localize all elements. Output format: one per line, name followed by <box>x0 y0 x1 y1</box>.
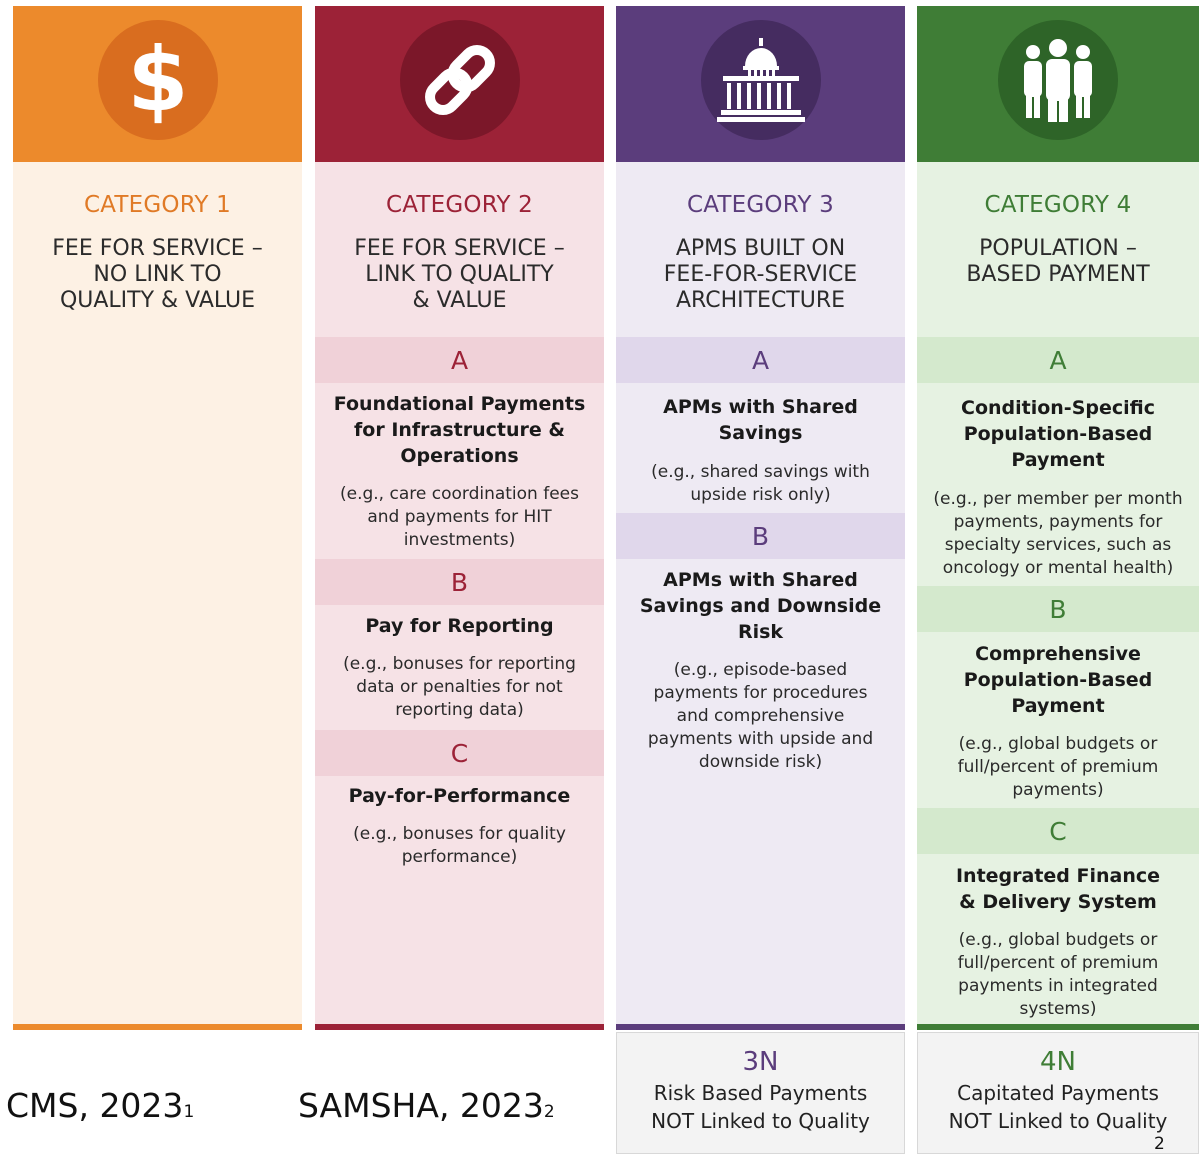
category-3-a-title: APMs with Shared Savings <box>663 396 858 444</box>
category-3-band-a: A <box>616 337 905 383</box>
capitol-building-icon <box>716 38 805 122</box>
category-4-column: CATEGORY 4 POPULATION – BASED PAYMENT A … <box>917 6 1199 1030</box>
category-2-b-desc: (e.g., bonuses for reporting data or pen… <box>343 654 576 720</box>
category-2-header <box>315 6 604 162</box>
band-letter: A <box>1049 345 1067 375</box>
category-4n-box: 4N Capitated Payments NOT Linked to Qual… <box>917 1032 1199 1154</box>
category-3-band-b: B <box>616 513 905 559</box>
category-4-bottom-bar <box>917 1024 1199 1030</box>
band-letter: C <box>450 738 469 768</box>
category-4-title: POPULATION – BASED PAYMENT <box>966 236 1150 287</box>
citation-cms: CMS, 20231 <box>6 1086 194 1125</box>
category-4-band-b: B <box>917 586 1199 632</box>
category-3-column: CATEGORY 3 APMS BUILT ON FEE-FOR-SERVICE… <box>616 6 905 1030</box>
category-3-b-title: APMs with Shared Savings and Downside Ri… <box>639 569 882 643</box>
category-3-body <box>616 162 905 1030</box>
category-3-header <box>616 6 905 162</box>
category-4-icon-circle <box>998 20 1118 140</box>
chain-link-icon <box>424 45 495 115</box>
category-3n-box: 3N Risk Based Payments NOT Linked to Qua… <box>616 1032 905 1154</box>
category-3-bottom-bar <box>616 1024 905 1030</box>
category-4-header <box>917 6 1199 162</box>
category-3-label: CATEGORY 3 <box>686 192 835 218</box>
category-3n-code: 3N <box>742 1047 779 1077</box>
category-4-band-a: A <box>917 337 1199 383</box>
category-3-a-desc: (e.g., shared savings with upside risk o… <box>651 462 870 505</box>
citation-superscript: 2 <box>543 1102 555 1122</box>
category-3-b-desc: (e.g., episode-based payments for proced… <box>647 660 874 772</box>
category-2-column: CATEGORY 2 FEE FOR SERVICE – LINK TO QUA… <box>315 6 604 1030</box>
category-1-column: $ CATEGORY 1 FEE FOR SERVICE – NO LINK T… <box>13 6 302 1030</box>
category-4-a-desc: (e.g., per member per month payments, pa… <box>933 489 1183 578</box>
category-1-title: FEE FOR SERVICE – NO LINK TO QUALITY & V… <box>52 236 263 313</box>
category-2-a-desc: (e.g., care coordination fees and paymen… <box>339 484 579 550</box>
category-4n-text: Capitated Payments NOT Linked to Quality <box>948 1081 1168 1133</box>
category-2-c-title: Pay-for-Performance <box>348 785 571 807</box>
category-4-band-c: C <box>917 808 1199 854</box>
category-2-a-title: Foundational Payments for Infrastructure… <box>333 393 586 467</box>
category-4-a-title: Condition-Specific Population-Based Paym… <box>961 397 1155 471</box>
category-4-b-desc: (e.g., global budgets or full/percent of… <box>957 734 1159 800</box>
category-4n-code: 4N <box>1040 1047 1076 1077</box>
category-3-icon-circle <box>700 20 821 140</box>
category-3-title: APMS BUILT ON FEE-FOR-SERVICE ARCHITECTU… <box>663 236 858 313</box>
category-1-label: CATEGORY 1 <box>83 192 232 218</box>
dollar-icon: $ <box>127 35 188 125</box>
category-4-b-title: Comprehensive Population-Based Payment <box>963 643 1153 717</box>
citation-superscript: 1 <box>183 1102 195 1122</box>
band-letter: B <box>751 521 770 551</box>
band-letter: B <box>450 567 469 597</box>
category-2-label: CATEGORY 2 <box>385 192 534 218</box>
category-2-b-title: Pay for Reporting <box>365 615 554 637</box>
page-number: 2 <box>1154 1134 1165 1154</box>
category-2-c-desc: (e.g., bonuses for quality performance) <box>353 824 566 867</box>
category-1-bottom-bar <box>13 1024 302 1030</box>
category-2-bottom-bar <box>315 1024 604 1030</box>
citation-text: SAMSHA, 2023 <box>298 1086 544 1125</box>
svg-text:$: $ <box>127 35 188 125</box>
category-1-body <box>13 162 302 1030</box>
category-2-band-a: A <box>315 337 604 383</box>
category-1-icon-circle: $ <box>97 20 218 140</box>
people-group-icon <box>1024 39 1092 122</box>
band-letter: C <box>1049 816 1067 846</box>
citation-samsha: SAMSHA, 20232 <box>298 1086 555 1125</box>
category-2-icon-circle <box>399 20 520 140</box>
category-2-band-c: C <box>315 730 604 776</box>
category-4-c-title: Integrated Finance & Delivery System <box>955 865 1161 913</box>
category-1-header: $ <box>13 6 302 162</box>
category-3n-text: Risk Based Payments NOT Linked to Qualit… <box>651 1081 870 1133</box>
band-letter: A <box>450 345 469 375</box>
citation-text: CMS, 2023 <box>6 1086 184 1125</box>
category-4-label: CATEGORY 4 <box>984 192 1132 218</box>
category-2-title: FEE FOR SERVICE – LINK TO QUALITY & VALU… <box>354 236 565 313</box>
category-4-c-desc: (e.g., global budgets or full/percent of… <box>957 930 1159 1019</box>
category-2-band-b: B <box>315 559 604 605</box>
band-letter: B <box>1049 594 1067 624</box>
band-letter: A <box>751 345 770 375</box>
